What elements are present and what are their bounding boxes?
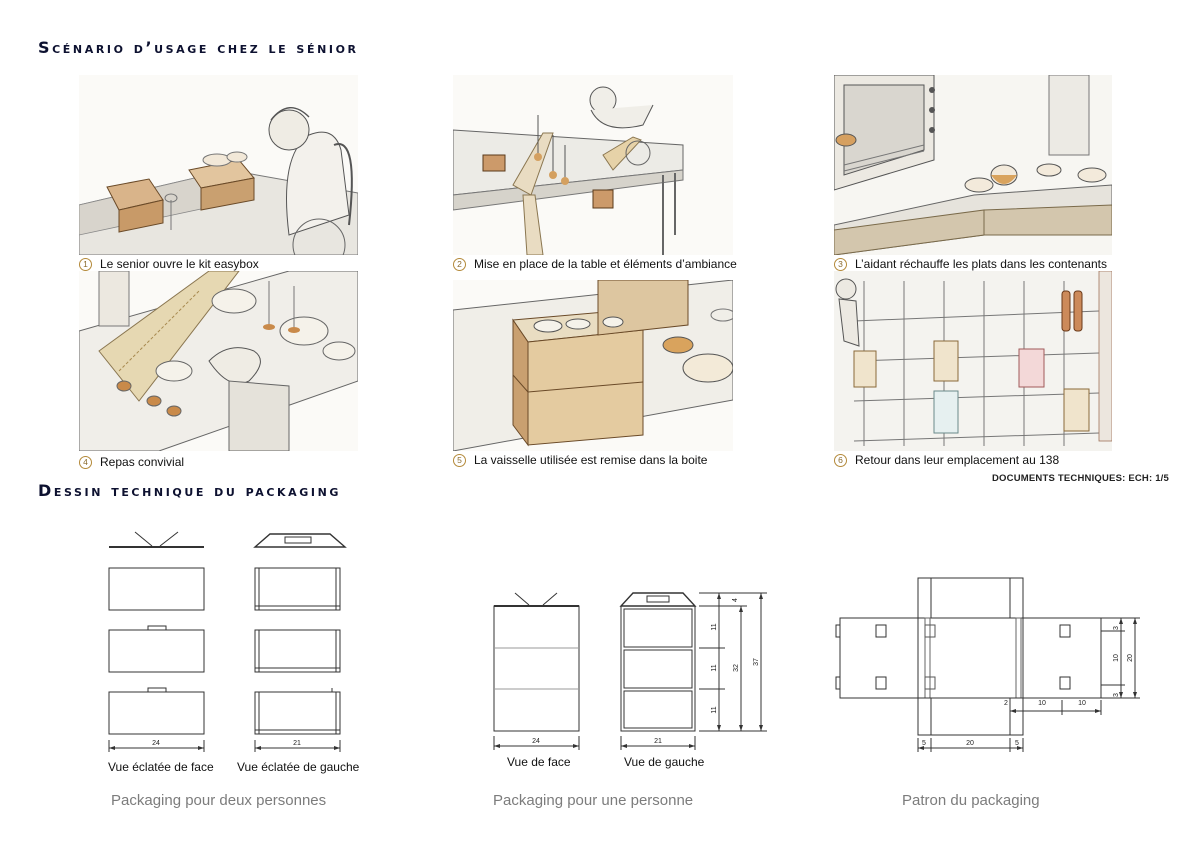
scene-caption-text: Retour dans leur emplacement au 138 — [855, 453, 1060, 467]
group-label-one-person: Packaging pour une personne — [493, 792, 694, 809]
drawing-two-persons: 24 21 — [108, 531, 347, 752]
dimension-label: 10 — [1078, 700, 1086, 707]
dimension-label: 3 — [1113, 626, 1120, 630]
scene-caption-1: 1 Le senior ouvre le kit easybox — [79, 257, 259, 271]
scene-illustration-6 — [834, 271, 1112, 451]
scene-caption-text: L’aidant réchauffe les plats dans les co… — [855, 257, 1107, 271]
scene-caption-text: Le senior ouvre le kit easybox — [100, 257, 259, 271]
view-label-front-exploded: Vue éclatée de face — [108, 760, 214, 774]
dimension-label: 11 — [711, 664, 718, 671]
scene-caption-6: 6 Retour dans leur emplacement au 138 — [834, 453, 1059, 467]
dimension-label: 4 — [732, 598, 739, 602]
scene-caption-text: Mise en place de la table et éléments d’… — [474, 257, 737, 271]
drawing-one-person: 24 21 4 11 11 11 32 37 — [493, 592, 767, 750]
drawing-pattern: 3 10 20 3 2 10 10 5 20 5 — [835, 577, 1140, 752]
step-number-badge: 4 — [79, 455, 92, 469]
dimension-label: 24 — [152, 740, 160, 747]
dimension-label: 20 — [1127, 654, 1134, 662]
dimension-label: 10 — [1113, 654, 1120, 662]
scene-caption-text: Repas convivial — [100, 455, 185, 469]
dimension-label: 5 — [922, 740, 926, 747]
scene-caption-text: La vaisselle utilisée est remise dans la… — [474, 453, 708, 467]
scene-illustration-4 — [79, 271, 358, 451]
scene-illustration-3 — [834, 75, 1112, 255]
scene-caption-3: 3 L’aidant réchauffe les plats dans les … — [834, 257, 1107, 271]
scene-illustration-2 — [453, 75, 733, 255]
step-number-badge: 5 — [453, 453, 466, 467]
step-number-badge: 3 — [834, 257, 847, 271]
step-number-badge: 1 — [79, 257, 92, 271]
dimension-label: 32 — [733, 664, 740, 672]
dimension-label: 11 — [711, 706, 718, 713]
section-title-scenario: Scénario d’usage chez le sénior — [38, 38, 359, 57]
scene-caption-2: 2 Mise en place de la table et éléments … — [453, 257, 737, 271]
view-label-left: Vue de gauche — [624, 755, 705, 769]
dimension-label: 10 — [1038, 700, 1046, 707]
dimension-label: 2 — [1004, 700, 1008, 707]
section-title-technical: Dessin technique du packaging — [38, 481, 342, 500]
dimension-label: 21 — [293, 740, 301, 747]
step-number-badge: 6 — [834, 453, 847, 467]
dimension-label: 3 — [1113, 693, 1120, 697]
scene-caption-4: 4 Repas convivial — [79, 455, 184, 469]
document-reference: DOCUMENTS TECHNIQUES: ECH: 1/5 — [991, 473, 1169, 484]
dimension-label: 11 — [711, 623, 718, 630]
group-label-pattern: Patron du packaging — [902, 792, 1040, 809]
group-label-two-persons: Packaging pour deux personnes — [111, 792, 327, 809]
view-label-left-exploded: Vue éclatée de gauche — [237, 760, 360, 774]
scene-illustration-1 — [79, 75, 358, 255]
scene-caption-5: 5 La vaisselle utilisée est remise dans … — [453, 453, 707, 467]
step-number-badge: 2 — [453, 257, 466, 271]
scene-illustration-5 — [453, 280, 733, 451]
dimension-label: 21 — [654, 738, 662, 745]
dimension-label: 20 — [966, 740, 974, 747]
dimension-label: 37 — [753, 658, 760, 666]
view-label-front: Vue de face — [507, 755, 571, 769]
dimension-label: 24 — [532, 738, 540, 745]
dimension-label: 5 — [1015, 740, 1019, 747]
